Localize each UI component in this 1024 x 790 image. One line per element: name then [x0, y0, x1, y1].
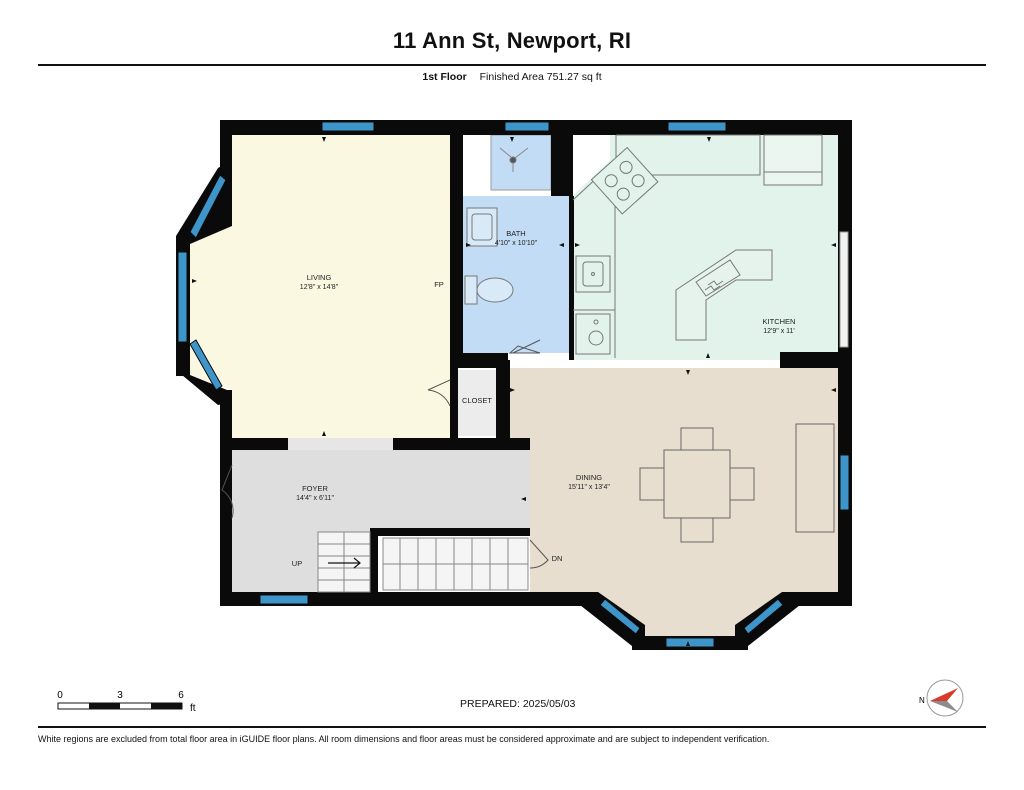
bath-dims: 4'10" x 10'10": [495, 240, 538, 247]
bath-label: BATH: [506, 229, 525, 238]
scale-tick-6: 6: [178, 690, 184, 701]
doors: [221, 339, 549, 569]
compass-icon: N: [919, 679, 964, 717]
stairs-up-label: UP: [292, 559, 302, 568]
scale-tick-0: 0: [57, 690, 63, 701]
scale-tick-3: 3: [117, 690, 123, 701]
living-label: LIVING: [307, 273, 332, 282]
dining-dims: 15'11" x 13'4": [568, 484, 610, 491]
disclaimer: White regions are excluded from total fl…: [38, 734, 770, 744]
dining-sideboard: [795, 423, 835, 533]
kitchen-fixtures: [572, 134, 823, 358]
bathroom-fixtures: [464, 147, 529, 305]
floor-name: 1st Floor: [422, 71, 467, 83]
fireplace-label: FP: [434, 280, 444, 289]
title-divider: [38, 64, 986, 66]
foyer: [232, 450, 530, 592]
foyer-label: FOYER: [302, 484, 328, 493]
stairs-up: [317, 531, 371, 593]
kitchen-label: KITCHEN: [763, 317, 796, 326]
shower: [490, 134, 552, 191]
dishwasher: [575, 313, 611, 355]
footer-divider: [38, 726, 986, 728]
kitchen-sink: [575, 255, 611, 293]
living-room: [190, 135, 450, 438]
scale-unit: ft: [190, 703, 196, 714]
closet-label: CLOSET: [462, 396, 492, 405]
plan-title: 11 Ann St, Newport, RI: [392, 28, 632, 53]
dining-table-set: [639, 427, 755, 543]
kitchen-dims: 12'9" x 11': [763, 328, 795, 335]
finished-area: Finished Area 751.27 sq ft: [479, 71, 602, 83]
living-dims: 12'8" x 14'8": [300, 284, 339, 291]
stairs-down: [382, 537, 529, 591]
prepared-date: PREPARED: 2025/05/03: [460, 698, 576, 710]
compass-north-label: N: [919, 696, 925, 705]
stairs-down-label: DN: [552, 554, 563, 563]
dining-label: DINING: [576, 473, 602, 482]
landing: [288, 438, 393, 450]
kitchen-island: [675, 249, 773, 341]
windows: [177, 121, 850, 648]
dimension-arrows: [192, 137, 836, 646]
foyer-dims: 14'4" x 6'11": [296, 495, 334, 502]
kitchen-side-window: [839, 231, 849, 348]
plan-subtitle: 1st Floor Finished Area 751.27 sq ft: [0, 71, 1024, 83]
stair-arrow: [328, 557, 361, 569]
stove: [590, 146, 659, 215]
closet: [458, 370, 496, 436]
scale-bar: 0 3 6 ft: [57, 690, 196, 714]
